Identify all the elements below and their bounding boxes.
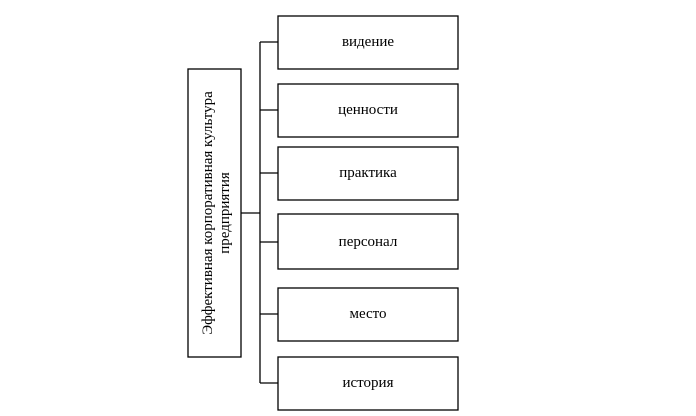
item-label-4: персонал: [339, 234, 398, 250]
item-box-6: [277, 356, 459, 411]
root-node: Эффективная корпоративная культура предп…: [187, 68, 242, 358]
item-box-1: [277, 15, 459, 70]
item-node-2: ценности: [277, 83, 459, 138]
item-label-6: история: [343, 375, 394, 391]
connectors: [241, 41, 278, 384]
item-box-4: [277, 213, 459, 270]
root-label-line2: предприятия: [217, 172, 233, 254]
root-label-line1: Эффективная корпоративная культура: [200, 91, 216, 335]
item-label-5: место: [349, 306, 386, 322]
item-node-5: место: [277, 287, 459, 342]
item-label-1: видение: [342, 34, 394, 50]
item-box-5: [277, 287, 459, 342]
root-box: [187, 68, 242, 358]
item-node-3: практика: [277, 146, 459, 201]
item-box-2: [277, 83, 459, 138]
item-box-3: [277, 146, 459, 201]
item-label-3: практика: [339, 165, 397, 181]
item-label-2: ценности: [338, 102, 398, 118]
item-node-4: персонал: [277, 213, 459, 270]
item-node-6: история: [277, 356, 459, 411]
item-node-1: видение: [277, 15, 459, 70]
